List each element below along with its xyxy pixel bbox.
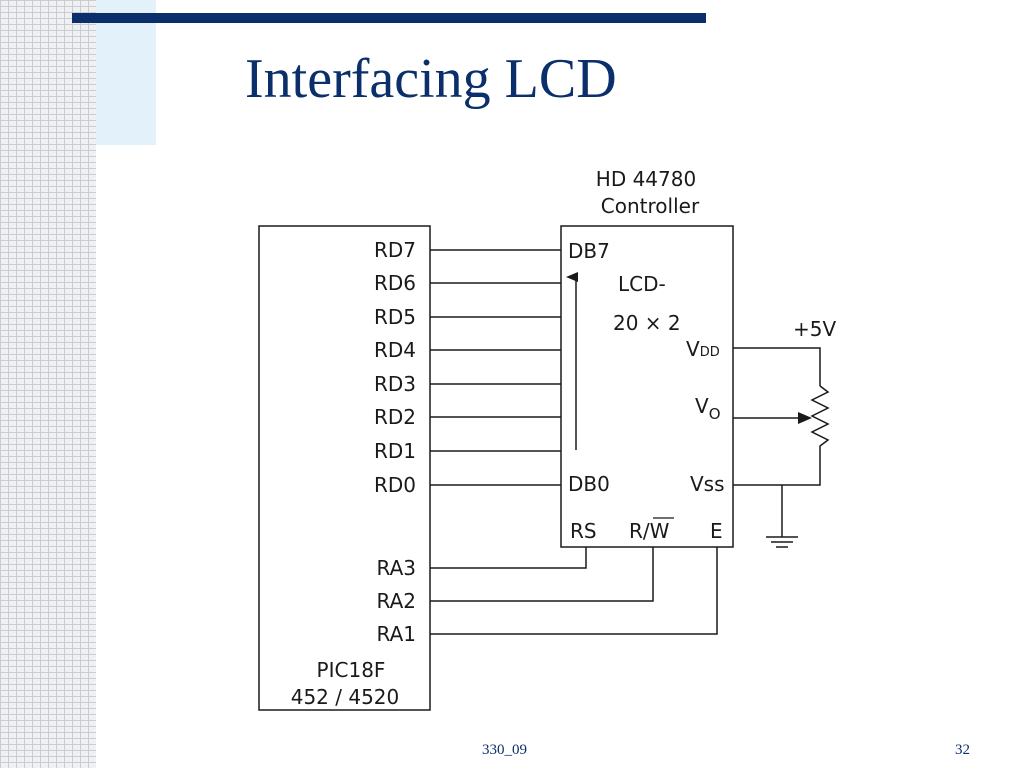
footer-course-code: 330_09 bbox=[482, 742, 527, 758]
mcu-pin-rd3: RD3 bbox=[374, 372, 416, 396]
mcu-pin-rd4: RD4 bbox=[374, 338, 416, 362]
wire-e-ra1 bbox=[430, 547, 718, 635]
lcd-pin-rs: RS bbox=[570, 519, 597, 543]
wire-pot-ground bbox=[733, 456, 821, 486]
lcd-pin-vdd: VDD bbox=[686, 337, 720, 361]
wire-rw-ra2 bbox=[430, 547, 654, 602]
mcu-pin-ra1: RA1 bbox=[377, 622, 417, 646]
lcd-pin-vss: Vss bbox=[690, 472, 725, 496]
wire-vdd-supply bbox=[733, 347, 821, 386]
slide-title: Interfacing LCD bbox=[245, 48, 617, 110]
footer-page-number: 32 bbox=[955, 742, 970, 758]
data-bus-lines bbox=[430, 249, 561, 486]
lcd-type-line1: LCD- bbox=[618, 272, 666, 296]
mcu-pin-rd0: RD0 bbox=[374, 473, 416, 497]
decorative-block bbox=[96, 0, 156, 145]
controller-label-line2: Controller bbox=[601, 194, 700, 218]
controller-label-line1: HD 44780 bbox=[596, 167, 696, 191]
potentiometer bbox=[810, 385, 830, 456]
wiper-arrow bbox=[798, 412, 812, 424]
mcu-block bbox=[258, 225, 431, 711]
lcd-pin-db7: DB7 bbox=[568, 239, 610, 263]
mcu-pin-rd1: RD1 bbox=[374, 439, 416, 463]
mcu-pin-ra2: RA2 bbox=[377, 589, 417, 613]
mcu-label-line1: PIC18F bbox=[317, 658, 386, 682]
mcu-pin-rd6: RD6 bbox=[374, 271, 416, 295]
lcd-type-line2: 20 × 2 bbox=[613, 311, 681, 335]
wire-rs-ra3 bbox=[430, 547, 587, 569]
lcd-pin-db0: DB0 bbox=[568, 472, 610, 496]
title-bar bbox=[72, 13, 706, 23]
lcd-pin-rw: R/W bbox=[629, 519, 670, 543]
mcu-label-line2: 452 / 4520 bbox=[291, 685, 400, 709]
lcd-pin-vo: VO bbox=[695, 394, 721, 423]
mcu-pin-rd2: RD2 bbox=[374, 405, 416, 429]
lcd-pin-e: E bbox=[710, 519, 723, 543]
mcu-pin-rd7: RD7 bbox=[374, 238, 416, 262]
grid-pattern-strip bbox=[0, 0, 96, 768]
mcu-pin-rd5: RD5 bbox=[374, 305, 416, 329]
mcu-pin-ra3: RA3 bbox=[377, 556, 417, 580]
ground-icon bbox=[766, 536, 798, 548]
lcd-block bbox=[560, 225, 734, 548]
supply-voltage-label: +5V bbox=[793, 317, 836, 341]
